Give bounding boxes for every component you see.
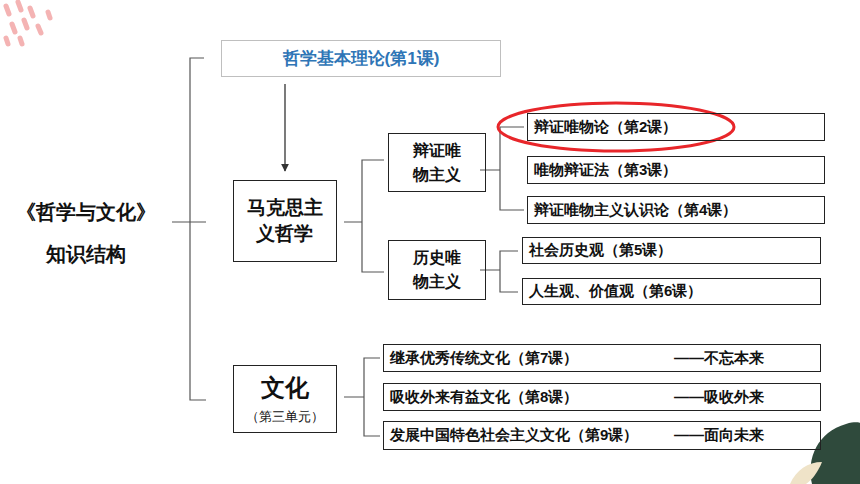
- node-label: 哲学基本理论(第1课): [283, 47, 440, 70]
- node-label: 历史唯物主义: [411, 246, 462, 294]
- topic-box: 文化 （第三单元）: [233, 365, 337, 433]
- node-label: 文化: [261, 372, 309, 404]
- lesson-box: 人生观、价值观（第6课）: [522, 278, 821, 305]
- lesson-box: 发展中国特色社会主义文化（第9课） ——面向未来: [383, 421, 821, 450]
- node-label: 继承优秀传统文化（第7课）: [390, 349, 666, 368]
- bracket: [172, 58, 524, 436]
- topic-box: 马克思主义哲学: [233, 180, 337, 262]
- node-note: ——面向未来: [674, 426, 764, 445]
- node-label: 社会历史观（第5课）: [529, 241, 672, 260]
- node-label: 发展中国特色社会主义文化（第9课）: [390, 426, 666, 445]
- node-note: （第三单元）: [246, 408, 324, 426]
- node-label: 吸收外来有益文化（第8课）: [390, 388, 666, 407]
- node-note: ——吸收外来: [674, 388, 764, 407]
- green-leaf: [810, 422, 860, 484]
- arrow-connector: [284, 84, 285, 171]
- pink-dots: [6, 2, 50, 44]
- node-label: 马克思主义哲学: [245, 195, 325, 246]
- node-label: 辩证唯物主义认识论（第4课）: [534, 201, 737, 220]
- category-box: 历史唯物主义: [388, 240, 486, 300]
- node-label: 唯物辩证法（第3课）: [534, 161, 677, 180]
- lesson-box: 社会历史观（第5课）: [522, 237, 821, 264]
- lesson-box: 吸收外来有益文化（第8课） ——吸收外来: [383, 383, 821, 411]
- lesson-box: 辩证唯物论（第2课）: [527, 113, 825, 141]
- lesson-box: 唯物辩证法（第3课）: [527, 156, 825, 184]
- category-box: 辩证唯物主义: [388, 133, 486, 192]
- highlight-ellipse: [498, 103, 734, 151]
- node-label: 辩证唯物主义: [411, 139, 462, 187]
- node-note: ——不忘本来: [674, 349, 764, 368]
- theory-box: 哲学基本理论(第1课): [221, 40, 501, 77]
- lesson-box: 继承优秀传统文化（第7课） ——不忘本来: [383, 344, 821, 372]
- lesson-box: 辩证唯物主义认识论（第4课）: [527, 196, 825, 224]
- cream-leaf: [790, 462, 822, 484]
- node-label: 人生观、价值观（第6课）: [529, 282, 702, 301]
- node-label: 辩证唯物论（第2课）: [534, 118, 677, 137]
- diagram-title: 《哲学与文化》 知识结构: [10, 191, 162, 275]
